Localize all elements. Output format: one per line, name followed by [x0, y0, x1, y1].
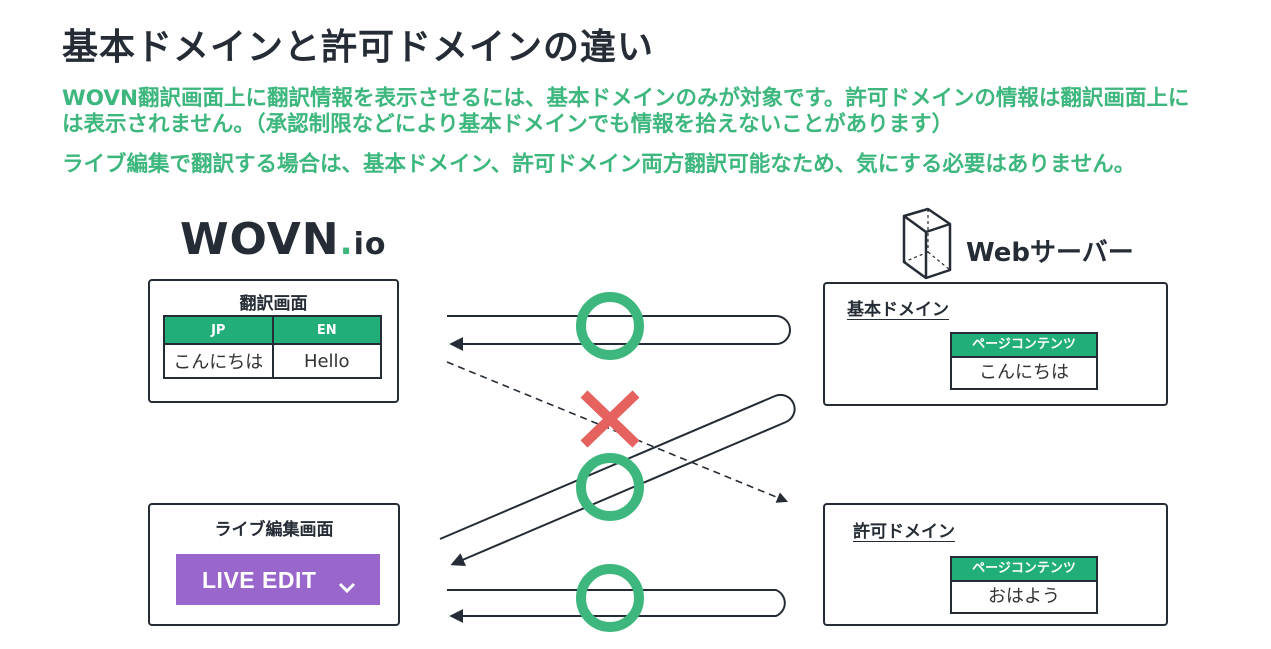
- logo-dot: .: [339, 223, 354, 263]
- page-content-header: ページコンテンツ: [952, 334, 1096, 358]
- allowed-domain-title: 許可ドメイン: [853, 522, 955, 542]
- page-content-header: ページコンテンツ: [952, 558, 1096, 582]
- table-cell-en: Hello: [271, 343, 382, 379]
- wovn-logo: WOVN.io: [180, 216, 386, 269]
- loop-liveedit-allowed: [447, 589, 786, 623]
- translation-table: JP EN こんにちは Hello: [163, 315, 382, 379]
- ok-circle-icon: [576, 292, 644, 360]
- live-edit-label: LIVE EDIT: [202, 567, 317, 593]
- logo-main: WOVN: [180, 214, 340, 265]
- translation-screen-box: 翻訳画面 JP EN こんにちは Hello: [148, 279, 399, 403]
- page-title: 基本ドメインと許可ドメインの違い: [62, 27, 655, 68]
- base-page-content: ページコンテンツ こんにちは: [950, 332, 1098, 390]
- table-row: こんにちは Hello: [163, 343, 382, 379]
- loop-translation-base: [447, 315, 791, 351]
- logo-suffix: io: [353, 227, 387, 262]
- note-paragraph-1: WOVN翻訳画面上に翻訳情報を表示させるには、基本ドメインのみが対象です。許可ド…: [62, 86, 1190, 137]
- base-domain-title: 基本ドメイン: [847, 300, 949, 320]
- translation-screen-title: 翻訳画面: [239, 294, 308, 314]
- chevron-down-icon: [338, 573, 356, 600]
- page-content-text: おはよう: [988, 586, 1060, 607]
- allowed-page-content: ページコンテンツ おはよう: [950, 556, 1098, 614]
- live-edit-screen-title: ライブ編集画面: [214, 520, 334, 540]
- allowed-domain-box: 許可ドメイン ページコンテンツ おはよう: [823, 503, 1168, 626]
- server-box-icon: [902, 207, 952, 280]
- table-header-en: EN: [271, 315, 382, 345]
- table-cell-jp: こんにちは: [163, 343, 274, 379]
- ng-cross-icon: [580, 390, 640, 448]
- live-edit-button[interactable]: LIVE EDIT: [176, 554, 380, 605]
- note-paragraph-2: ライブ編集で翻訳する場合は、基本ドメイン、許可ドメイン両方翻訳可能なため、気にす…: [62, 152, 1136, 177]
- server-label: Webサーバー: [966, 238, 1134, 268]
- base-domain-box: 基本ドメイン ページコンテンツ こんにちは: [823, 282, 1168, 406]
- page-content-text: こんにちは: [979, 362, 1069, 383]
- ok-circle-icon: [576, 453, 644, 521]
- loop-liveedit-base: [439, 393, 796, 567]
- ok-circle-icon: [576, 564, 644, 632]
- table-header-jp: JP: [163, 315, 274, 345]
